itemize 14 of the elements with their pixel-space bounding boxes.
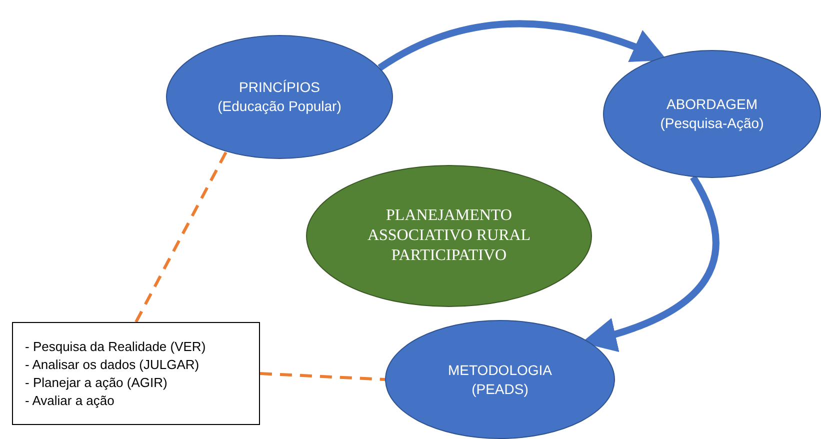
node-text: - Pesquisa da Realidade (VER) xyxy=(25,338,206,356)
text-box xyxy=(12,322,260,425)
node-text: - Avaliar a ação xyxy=(25,392,114,410)
node-text: PRINCÍPIOS xyxy=(239,78,320,97)
node-text: (PEADS) xyxy=(472,380,528,398)
node-text: - Planejar a ação (AGIR) xyxy=(25,374,168,392)
node-text: PLANEJAMENTO ASSOCIATIVO RURAL PARTICIPATIVO xyxy=(366,206,532,266)
dashed-connector xyxy=(134,151,228,323)
node-text: (Pesquisa-Ação) xyxy=(660,114,764,133)
node-text: - Analisar os dados (JULGAR) xyxy=(25,356,200,374)
dashed-connector xyxy=(260,372,386,381)
node-text: ABORDAGEM xyxy=(666,95,758,114)
node-text: (Educação Popular) xyxy=(218,97,342,116)
node-text: METODOLOGIA xyxy=(448,360,552,380)
